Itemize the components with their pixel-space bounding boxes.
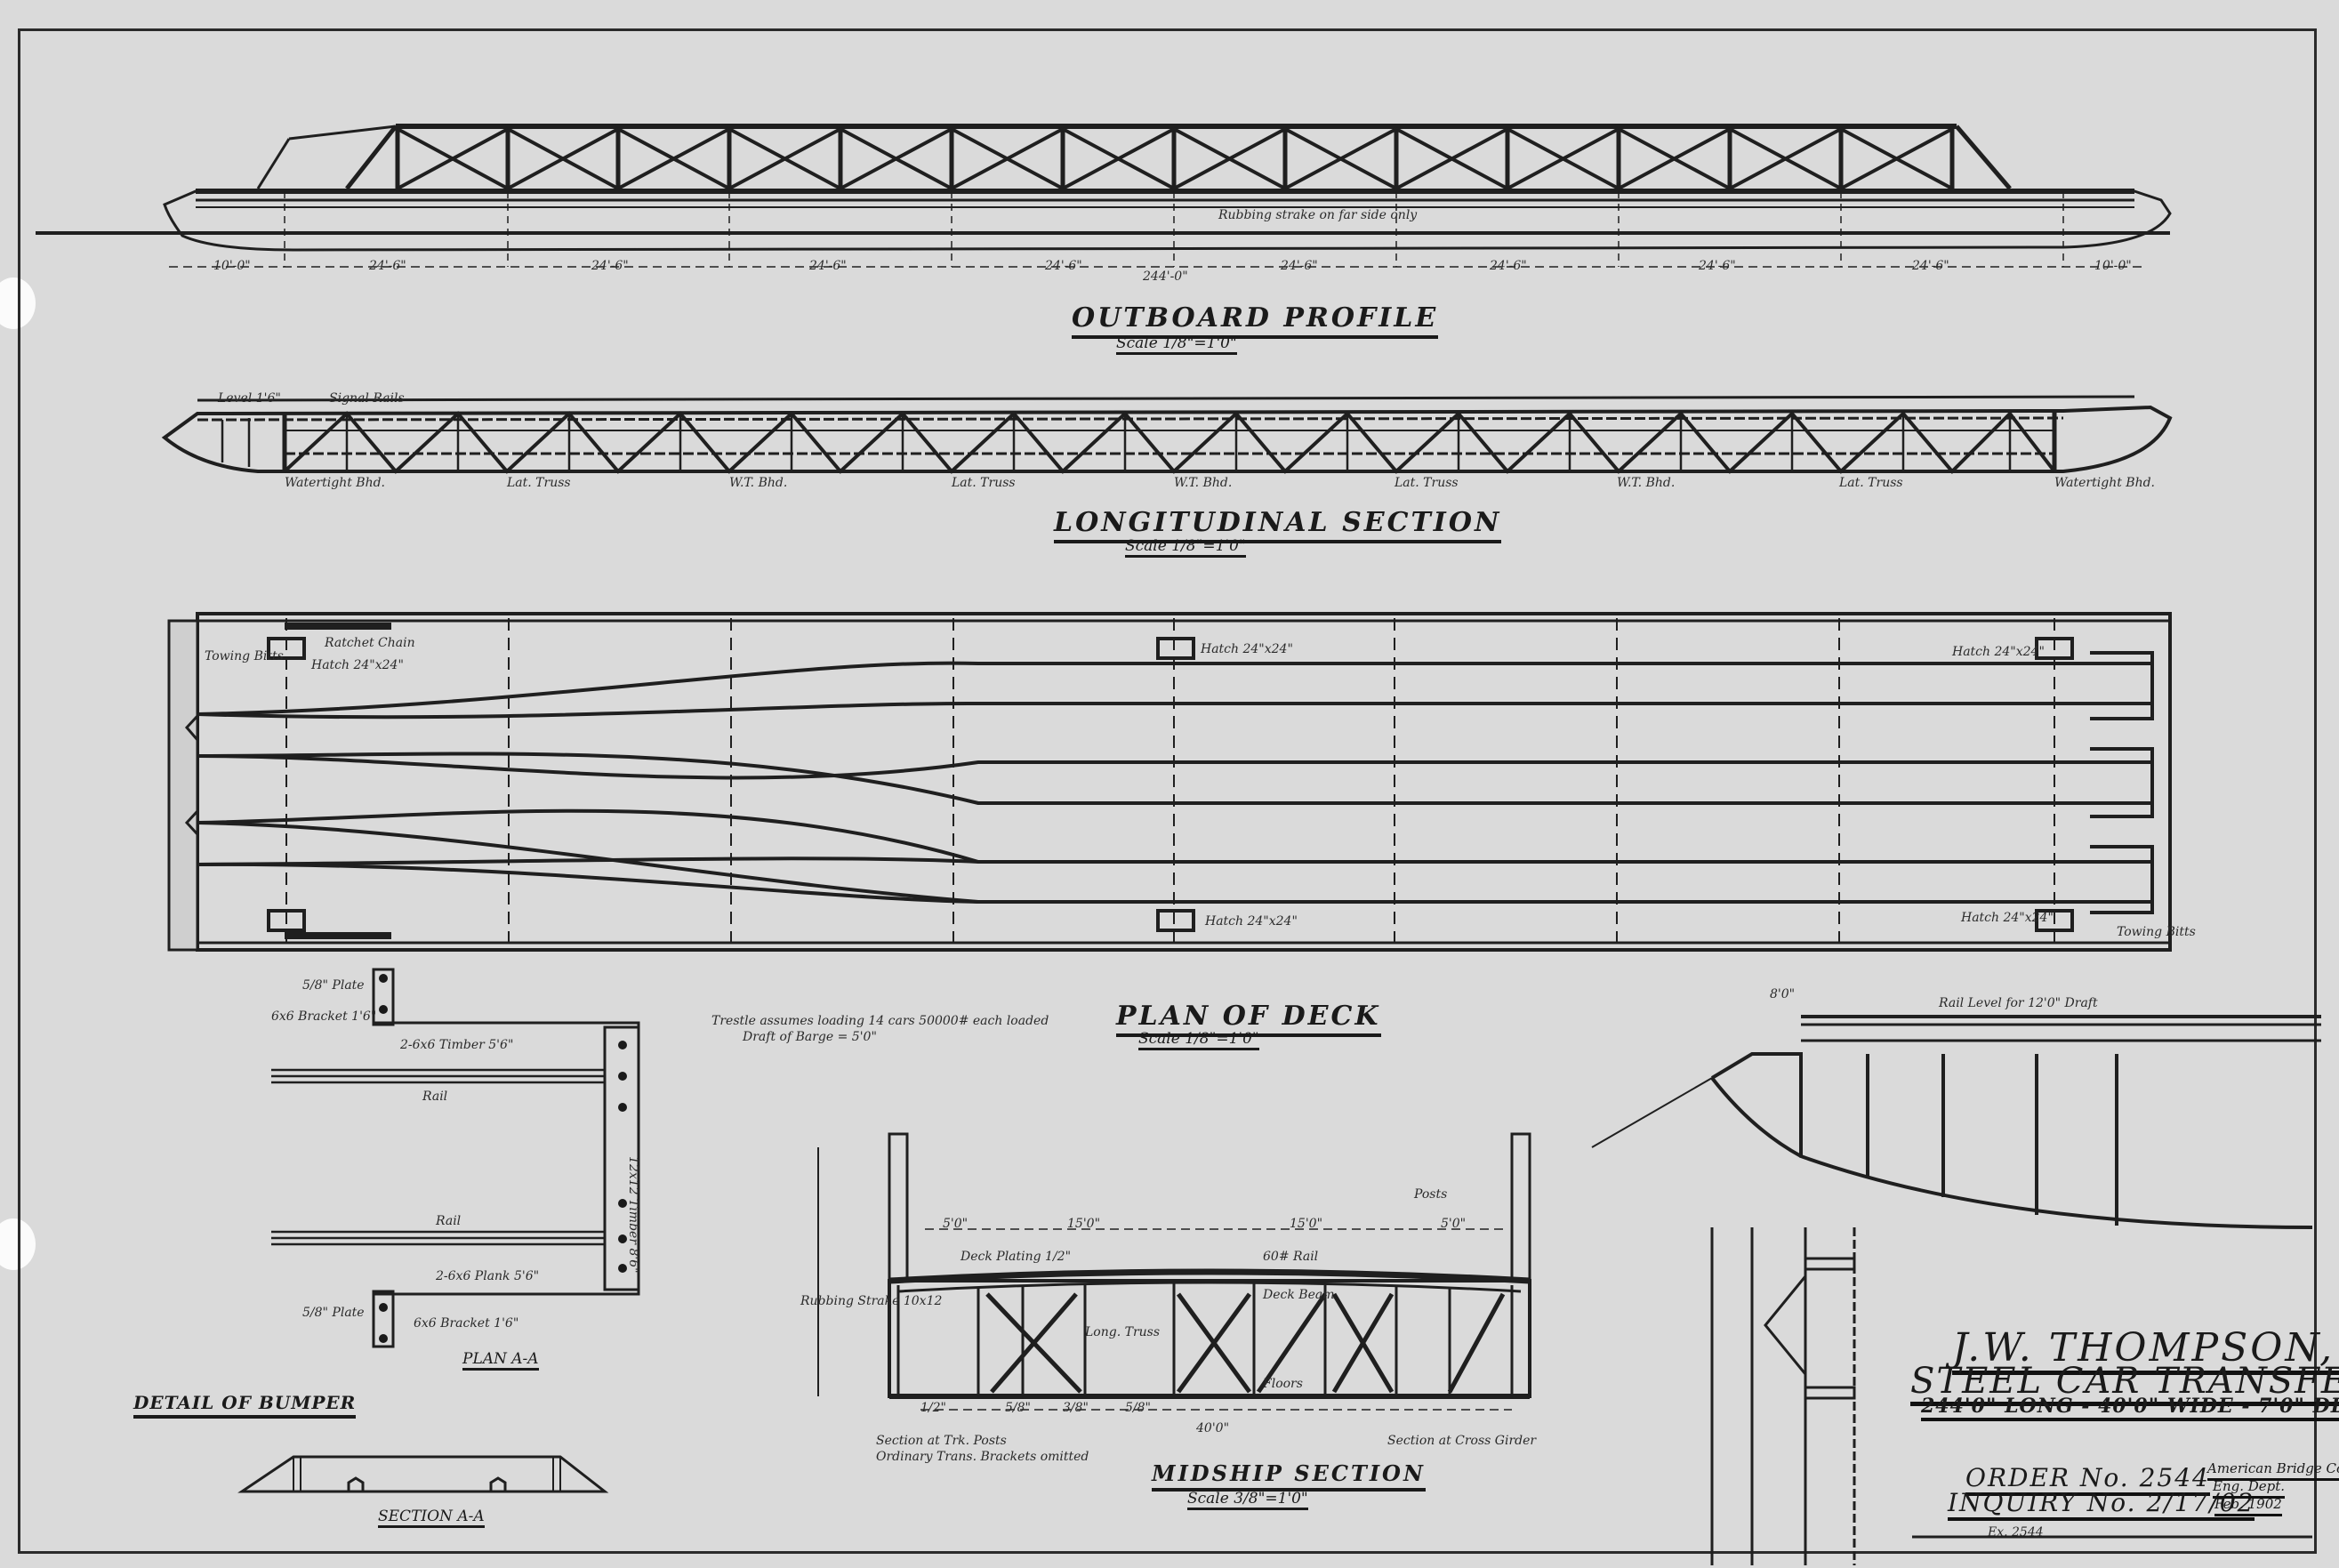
draft-note: Draft of Barge = 5'0" — [743, 1030, 877, 1044]
signal-rails-label: Signal Rails — [329, 391, 405, 406]
outboard-profile-scale: Scale 1/8"=1'0" — [1116, 334, 1237, 355]
side-note: Feb. 1902 — [2214, 1494, 2282, 1516]
midship-section-title: MIDSHIP SECTION — [1152, 1460, 1426, 1492]
dim-7: 24'-6" — [1699, 259, 1736, 273]
callout-ratchet-chain: Ratchet Chain — [325, 636, 415, 650]
longitudinal-section-title: LONGITUDINAL SECTION — [1054, 507, 1502, 543]
dim-2: 24'-6" — [591, 259, 629, 273]
midship-section-scale: Scale 3/8"=1'0" — [1187, 1490, 1308, 1510]
side-note: Eng. Dept. — [2213, 1476, 2286, 1499]
order-number: ORDER No. 2544 — [1965, 1463, 2210, 1496]
sheet-border — [18, 28, 2317, 1554]
footnote: Ex. 2544 — [1988, 1525, 2044, 1540]
bumper-label: 6x6 Bracket 1'6" — [414, 1316, 519, 1331]
spacing-label: 15'0" — [1067, 1217, 1101, 1231]
callout-lat-truss: Lat. Truss — [952, 476, 1016, 490]
loading-note: Trestle assumes loading 14 cars 50000# e… — [711, 1014, 1049, 1028]
rail-level-note: Rail Level for 12'0" Draft — [1939, 996, 2098, 1010]
deck-beam-label: Deck Beam — [1263, 1288, 1335, 1302]
level-label: Level 1'6" — [218, 391, 281, 406]
callout-watertight-bhd: Watertight Bhd. — [2054, 476, 2155, 490]
rubbing-strake-note: Rubbing strake on far side only — [1218, 208, 1418, 222]
rubbing-strake-label: Rubbing Strake 10x12 — [800, 1294, 943, 1308]
vessel-dimensions: 244'0" LONG - 40'0" WIDE - 7'0" DEEP — [1921, 1395, 2339, 1421]
longitudinal-section-drawing — [161, 395, 2173, 474]
bumper-label: 2-6x6 Plank 5'6" — [436, 1269, 540, 1283]
inquiry-number: INQUIRY No. 2/17/02 — [1948, 1488, 2255, 1521]
plan-of-deck-scale: Scale 1/8"=1'0" — [1138, 1030, 1259, 1050]
bumper-label: 2-6x6 Timber 5'6" — [400, 1038, 514, 1052]
section-cross-girder-label: Section at Cross Girder — [1387, 1434, 1537, 1448]
section-aa-drawing — [237, 1455, 609, 1493]
plating-label: 1/2" — [920, 1401, 946, 1415]
callout-hatch: Hatch 24"x24" — [1201, 642, 1293, 656]
callout-lat-truss: Lat. Truss — [1395, 476, 1459, 490]
posts-label: Posts — [1414, 1187, 1448, 1202]
callout-wt-bhd: W.T. Bhd. — [1174, 476, 1233, 490]
spacing-label: 5'0" — [943, 1217, 969, 1231]
dim-4: 24'-6" — [1045, 259, 1082, 273]
rail-label: 60# Rail — [1263, 1250, 1319, 1264]
client-name: J.W. THOMPSON, ESQ. — [1952, 1325, 2339, 1375]
callout-towing-bitts: Towing Bitts — [2117, 925, 2196, 939]
detail-of-bumper-title: DETAIL OF BUMPER — [133, 1392, 357, 1419]
bumper-label: 5/8" Plate — [302, 1306, 365, 1320]
outboard-profile-title: OUTBOARD PROFILE — [1072, 302, 1439, 339]
callout-hatch: Hatch 24"x24" — [1961, 911, 2054, 925]
bumper-label: 5/8" Plate — [302, 978, 365, 993]
outboard-profile-drawing — [36, 124, 2172, 268]
dim-9: 10'-0" — [2094, 259, 2132, 273]
midship-section-drawing — [817, 1132, 1531, 1411]
callout-wt-bhd: W.T. Bhd. — [729, 476, 788, 490]
bumper-label: Rail — [436, 1214, 462, 1228]
callout-wt-bhd: W.T. Bhd. — [1617, 476, 1676, 490]
dim-1: 24'-6" — [369, 259, 406, 273]
dim-0: 10'-0" — [213, 259, 251, 273]
bumper-label: 6x6 Bracket 1'6" — [271, 1009, 377, 1024]
callout-hatch: Hatch 24"x24" — [311, 658, 404, 672]
plating-label: 5/8" — [1005, 1401, 1031, 1415]
vessel-title: STEEL CAR TRANSFER BARGE — [1910, 1361, 2339, 1406]
callout-hatch: Hatch 24"x24" — [1205, 914, 1298, 929]
spacing-label: 5'0" — [1441, 1217, 1467, 1231]
section-aa-label: SECTION A-A — [378, 1508, 485, 1528]
plan-of-deck-drawing — [167, 612, 2172, 952]
brackets-omitted-label: Ordinary Trans. Brackets omitted — [876, 1450, 1089, 1464]
plating-label: 3/8" — [1063, 1401, 1089, 1415]
plating-label: 5/8" — [1125, 1401, 1151, 1415]
plan-aa-label: PLAN A-A — [462, 1350, 539, 1371]
longitudinal-section-scale: Scale 1/8"=1'0" — [1125, 537, 1246, 558]
dim-5: 24'-6" — [1281, 259, 1318, 273]
callout-towing-bitts: Towing Bitts — [205, 649, 284, 663]
bumper-label: Rail — [422, 1090, 448, 1104]
dim-3: 24'-6" — [809, 259, 847, 273]
dim-6: 24'-6" — [1490, 259, 1527, 273]
callout-lat-truss: Lat. Truss — [507, 476, 571, 490]
dim-8: 24'-6" — [1912, 259, 1949, 273]
bumper-label: 12x12 Timber 8'6" — [626, 1156, 640, 1274]
side-note: American Bridge Co. — [2207, 1459, 2339, 1481]
long-truss-label: Long. Truss — [1085, 1325, 1161, 1339]
plan-of-deck-title: PLAN OF DECK — [1116, 1001, 1381, 1037]
callout-hatch: Hatch 24"x24" — [1952, 645, 2045, 659]
floors-label: Floors — [1263, 1377, 1303, 1391]
overall-length-dim: 244'-0" — [1143, 269, 1188, 284]
section-trk-posts-label: Section at Trk. Posts — [876, 1434, 1007, 1448]
end-detail-drawing — [1591, 1015, 2321, 1565]
callout-lat-truss: Lat. Truss — [1839, 476, 1903, 490]
overall-width-dim: 40'0" — [1196, 1421, 1230, 1435]
end-dim: 8'0" — [1770, 987, 1796, 1001]
spacing-label: 15'0" — [1290, 1217, 1323, 1231]
deck-plating-label: Deck Plating 1/2" — [961, 1250, 1072, 1264]
detail-of-bumper-drawing — [271, 968, 640, 1348]
callout-watertight-bhd: Watertight Bhd. — [285, 476, 385, 490]
